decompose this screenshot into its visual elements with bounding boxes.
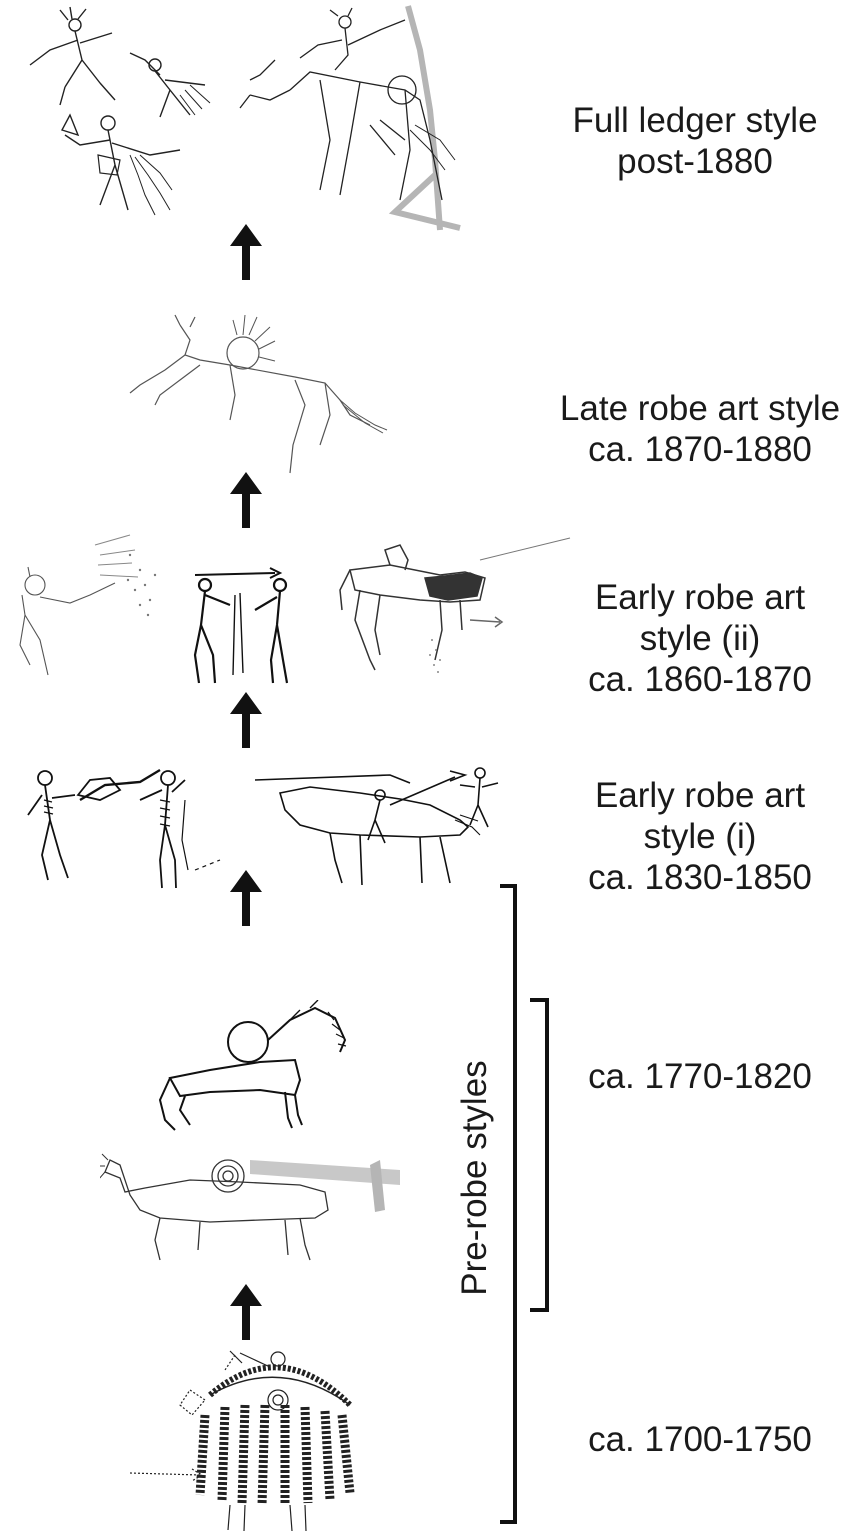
drawing-early-robe-i-figures xyxy=(20,760,235,895)
bracket-label-pre-robe: Pre-robe styles xyxy=(453,1058,497,1298)
drawing-ledger-warriors xyxy=(20,5,220,225)
drawing-pre-robe-shield-horse xyxy=(150,1000,360,1135)
drawing-ledger-horses xyxy=(230,0,470,240)
label-pre-robe-1770: ca. 1770-1820 xyxy=(580,1056,820,1097)
drawing-pre-robe-shield-bearer xyxy=(130,1345,370,1535)
label-early-robe-ii: Early robe art style (ii) ca. 1860-1870 xyxy=(575,577,825,700)
arrow-up-icon xyxy=(228,690,264,750)
drawing-early-robe-ii-horse xyxy=(330,530,580,690)
bracket-pre-robe-outer xyxy=(495,880,525,1530)
drawing-pre-robe-horse-gray xyxy=(100,1130,405,1275)
label-early-robe-i: Early robe art style (i) ca. 1830-1850 xyxy=(575,775,825,898)
label-full-ledger: Full ledger style post-1880 xyxy=(560,100,830,182)
label-pre-robe-1700: ca. 1700-1750 xyxy=(580,1419,820,1460)
bracket-pre-robe-inner xyxy=(525,996,555,1316)
drawing-early-robe-ii-figures xyxy=(185,565,300,690)
drawing-early-robe-i-horse xyxy=(250,765,520,890)
label-late-robe: Late robe art style ca. 1870-1880 xyxy=(550,388,850,470)
drawing-late-robe-horse xyxy=(125,305,395,480)
drawing-early-robe-ii-shield xyxy=(0,515,170,695)
arrow-up-icon xyxy=(228,1282,264,1342)
